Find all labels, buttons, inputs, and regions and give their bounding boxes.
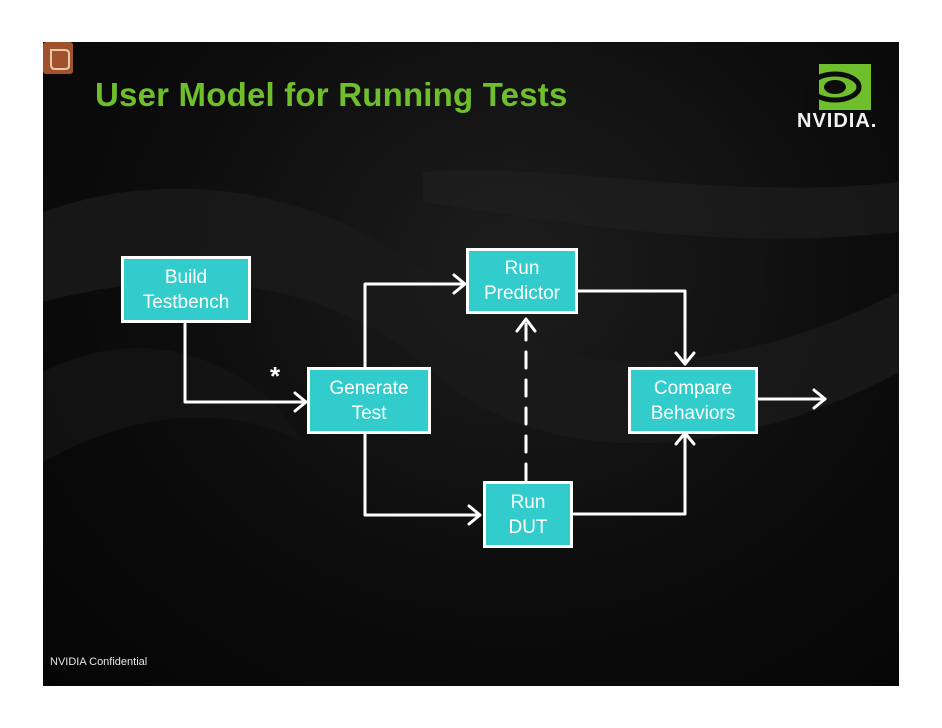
arrowhead-predictor-from-dut — [515, 317, 537, 333]
node-label: Run DUT — [508, 491, 548, 538]
nvidia-logo: NVIDIA. — [791, 64, 887, 134]
corner-app-icon — [43, 42, 73, 74]
nvidia-wordmark: NVIDIA. — [797, 110, 878, 132]
node-build-testbench: Build Testbench — [121, 256, 251, 323]
arrowhead-predictor-in — [452, 273, 467, 295]
edge-build-to-generate — [183, 322, 308, 404]
edge-generate-to-dut — [363, 433, 482, 517]
edge-generate-to-predictor — [363, 282, 467, 368]
nvidia-eye-icon — [805, 64, 871, 110]
node-generate-test: Generate Test — [307, 367, 431, 434]
flow-diagram — [183, 273, 827, 526]
arrowhead-compare-top — [674, 351, 696, 366]
edge-dut-to-compare — [572, 431, 687, 516]
slide-title: User Model for Running Tests — [95, 76, 568, 113]
node-label: Generate Test — [329, 377, 409, 424]
node-run-dut: Run DUT — [483, 481, 573, 548]
node-label: Run Predictor — [483, 258, 561, 304]
slide: User Model for Running Tests NVIDIA. — [43, 42, 899, 686]
node-compare-behaviors: Compare Behaviors — [628, 367, 758, 434]
confidential-footer: NVIDIA Confidential — [50, 656, 148, 668]
multiplicity-star: * — [270, 361, 281, 391]
node-label: Compare Behaviors — [650, 377, 736, 424]
arrowhead-output — [812, 388, 827, 410]
node-label: Build Testbench — [142, 266, 230, 313]
arrowhead-dut-in — [467, 504, 482, 526]
node-run-predictor: Run Predictor — [466, 248, 578, 314]
edge-predictor-to-compare — [569, 289, 687, 366]
arrowhead-generate-in — [293, 391, 308, 413]
